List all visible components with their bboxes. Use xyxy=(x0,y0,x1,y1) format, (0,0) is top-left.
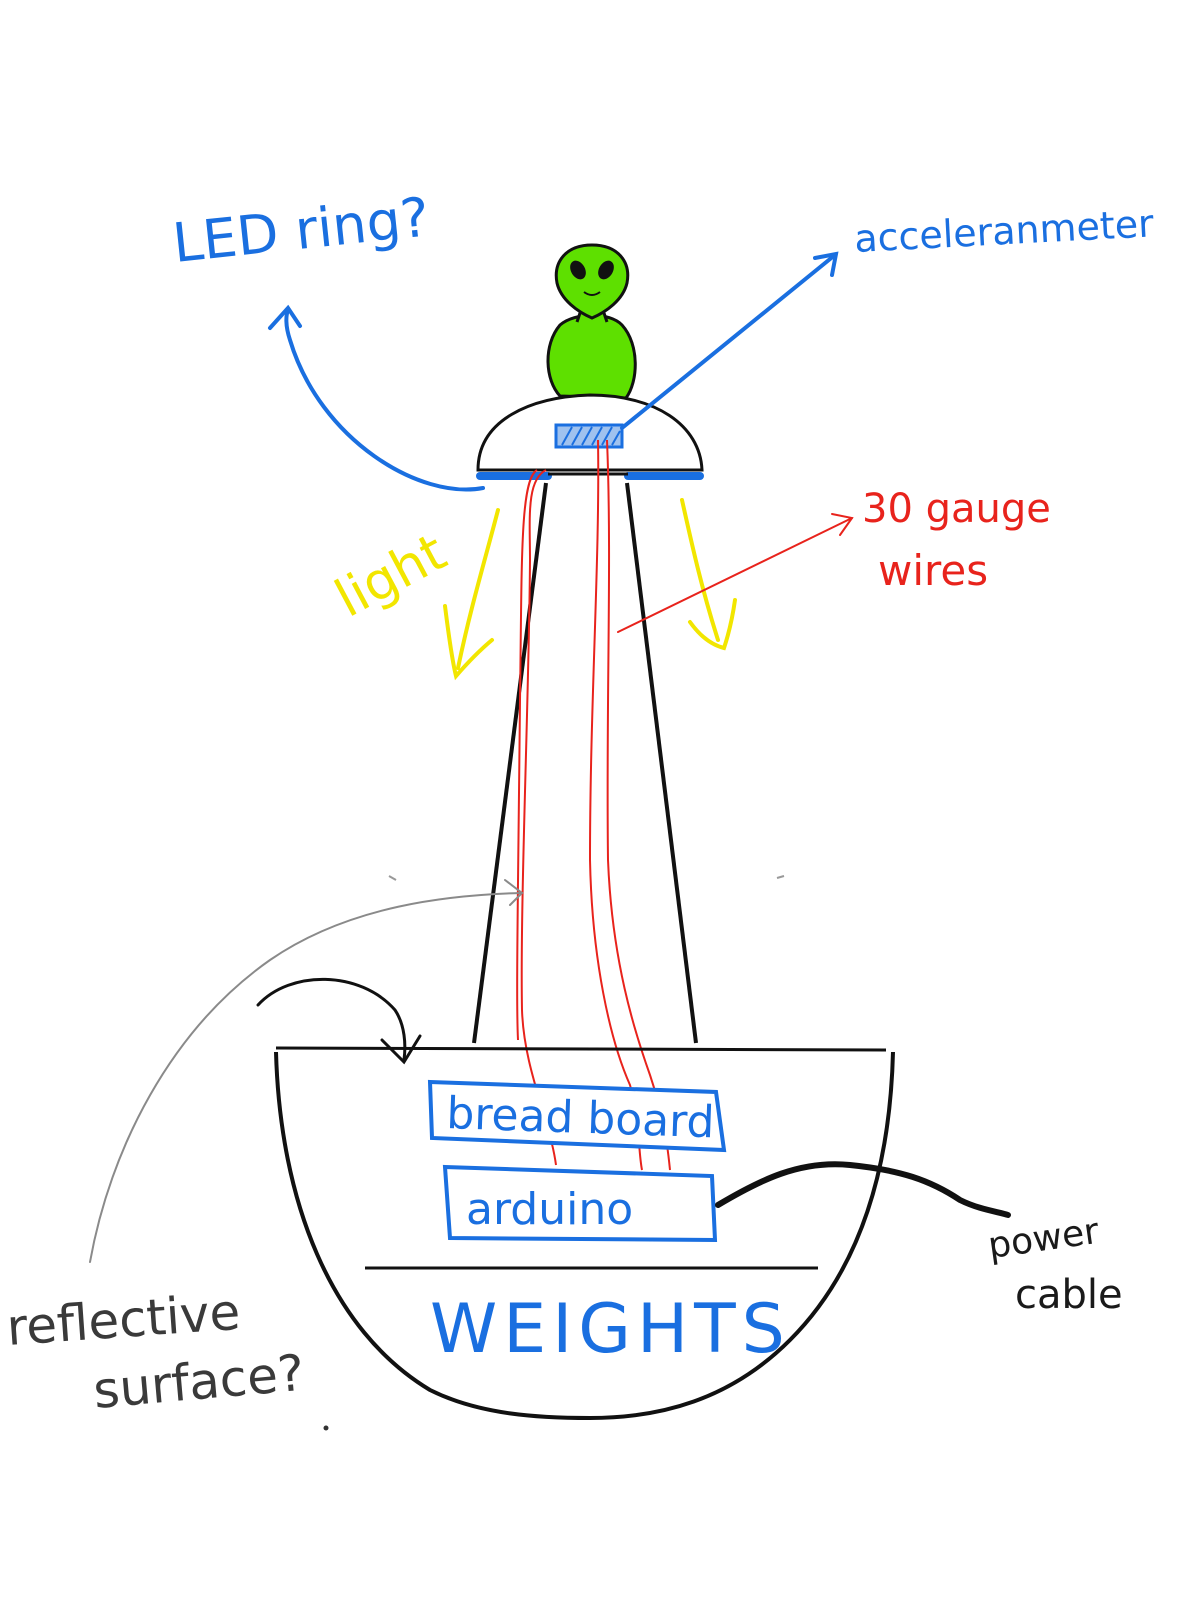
light-label: light xyxy=(326,522,456,629)
accelerometer-arrow xyxy=(622,254,836,428)
arduino-label: arduino xyxy=(466,1184,633,1235)
wire-4 xyxy=(607,440,670,1170)
alien-figure xyxy=(548,245,635,398)
dome xyxy=(478,395,702,476)
bowl-top-rim xyxy=(276,1048,886,1050)
wires-arrow xyxy=(618,514,852,632)
stray-mark-right xyxy=(777,876,784,878)
pole xyxy=(474,483,696,1043)
light-arrow-left xyxy=(458,510,498,668)
power-label-line2: cable xyxy=(1015,1272,1123,1318)
led-ring-label: LED ring? xyxy=(170,185,433,275)
light-arrow-right xyxy=(682,500,718,640)
power-cable xyxy=(718,1164,1008,1215)
breadboard-label: bread board xyxy=(446,1088,716,1148)
accelerometer-chip xyxy=(556,425,622,447)
pole-right-edge xyxy=(627,483,696,1043)
weights-label: WEIGHTS xyxy=(430,1290,791,1369)
gauge-label-line2: wires xyxy=(878,546,988,595)
stray-mark-left xyxy=(389,876,396,880)
alien-body xyxy=(548,315,635,398)
wire-1 xyxy=(522,470,556,1165)
alien-head xyxy=(556,245,627,318)
wires xyxy=(517,440,670,1170)
stray-dot xyxy=(324,1426,329,1431)
light-arrows xyxy=(445,500,735,676)
wire-2 xyxy=(517,470,537,1040)
reflective-label-line2: surface? xyxy=(91,1344,307,1420)
power-label-line1: power xyxy=(986,1211,1102,1267)
reflective-label-line1: reflective xyxy=(5,1283,242,1357)
pole-left-edge xyxy=(474,483,546,1043)
gauge-label-line1: 30 gauge xyxy=(862,486,1051,532)
accelerometer-label: acceleranmeter xyxy=(853,201,1155,261)
led-ring-arrow xyxy=(270,308,483,490)
